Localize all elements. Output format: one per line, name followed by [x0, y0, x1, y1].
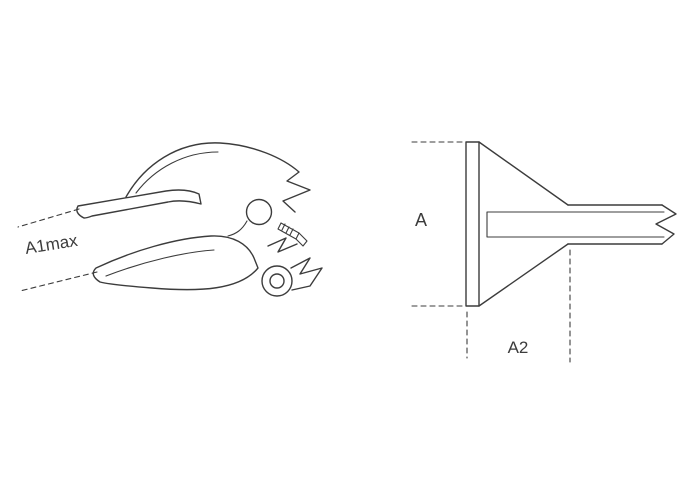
pliers-handle-break-lower [290, 257, 323, 291]
pliers-upper-jaw [76, 189, 202, 219]
pliers-hinge-inner-circle [269, 273, 285, 289]
dimension-a-label: A [415, 210, 427, 230]
pliers-head-inner-line [135, 151, 219, 194]
pliers-hinge-outer-circle [261, 265, 293, 297]
pliers-front-view: A1max [17, 142, 323, 297]
pliers-lower-jaw [92, 235, 259, 291]
a1max-leader-bottom [19, 271, 98, 292]
a1max-leader-top [17, 208, 80, 228]
rod-break-line [655, 204, 677, 245]
jaw-plate [465, 141, 480, 307]
pliers-pivot-circle [245, 198, 273, 226]
jaw-profile-side-view: A A2 [411, 141, 677, 363]
jaw-slope-top [478, 141, 569, 206]
pliers-lower-jaw-inner-line [105, 249, 215, 277]
adjustment-screw [277, 222, 308, 247]
pliers-link-line [227, 220, 248, 237]
pliers-head-dome [125, 142, 311, 213]
dimension-a1max-label: A1max [24, 231, 80, 258]
pliers-handle-break-upper [267, 237, 298, 253]
jaw-slope-bottom [478, 243, 569, 307]
rod-inner-channel [486, 211, 665, 238]
dimension-a2-label: A2 [508, 338, 529, 357]
